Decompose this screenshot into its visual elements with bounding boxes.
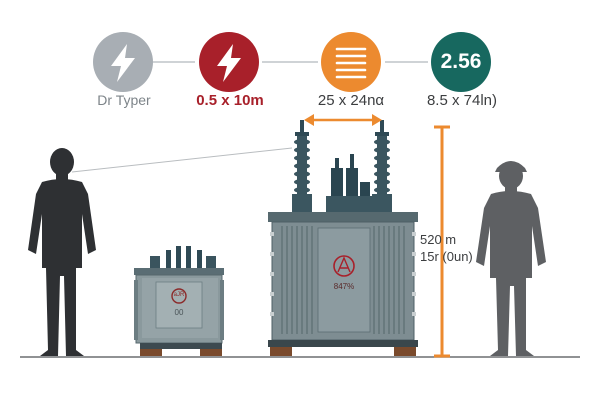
icon-4-value: 2.56 [440, 50, 482, 73]
person-silhouette-right [476, 161, 546, 356]
large-transformer-badge-text: 847% [333, 282, 355, 291]
width-dimension-arrow [304, 114, 382, 126]
person-silhouette-left [28, 148, 96, 356]
caption-3: 25 x 24nα [317, 92, 385, 109]
lightning-bolt-icon [111, 44, 135, 82]
small-transformer-badge-text: aJR [173, 292, 185, 298]
height-dimension-line-1: 520 m [420, 232, 457, 247]
small-transformer [134, 246, 224, 356]
caption-4: 8.5 x 74ln) [426, 92, 498, 109]
stacked-lines-icon [335, 47, 367, 79]
sight-line [71, 147, 293, 173]
small-transformer-label: 00 [174, 308, 184, 317]
height-dimension-bar [434, 125, 450, 358]
large-transformer [268, 120, 418, 356]
height-dimension-line-2: 15r (0un) [420, 249, 473, 264]
caption-2: 0.5 x 10m [196, 92, 264, 109]
icon-circle-4 [431, 32, 491, 92]
caption-1: Dr Typer [97, 92, 151, 108]
lightning-bolt-icon [217, 44, 241, 82]
